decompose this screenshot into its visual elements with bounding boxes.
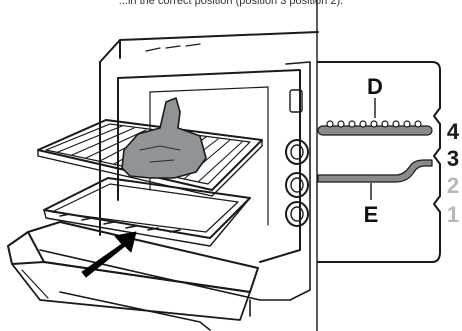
temperature-knob [286, 140, 308, 164]
accessory-e-rod [318, 160, 432, 182]
accessory-d-tray [318, 121, 432, 135]
oven-knobs [286, 140, 308, 226]
rack-position-1: 1 [447, 202, 459, 227]
rack-position-2: 2 [447, 173, 459, 198]
label-e: E [364, 202, 379, 227]
food-item [122, 98, 206, 178]
rack-position-3: 3 [447, 146, 459, 171]
oven-body [40, 32, 318, 330]
timer-knob [286, 202, 308, 226]
label-d: D [367, 74, 383, 99]
function-knob [286, 173, 308, 197]
rack-position-4: 4 [447, 119, 460, 144]
